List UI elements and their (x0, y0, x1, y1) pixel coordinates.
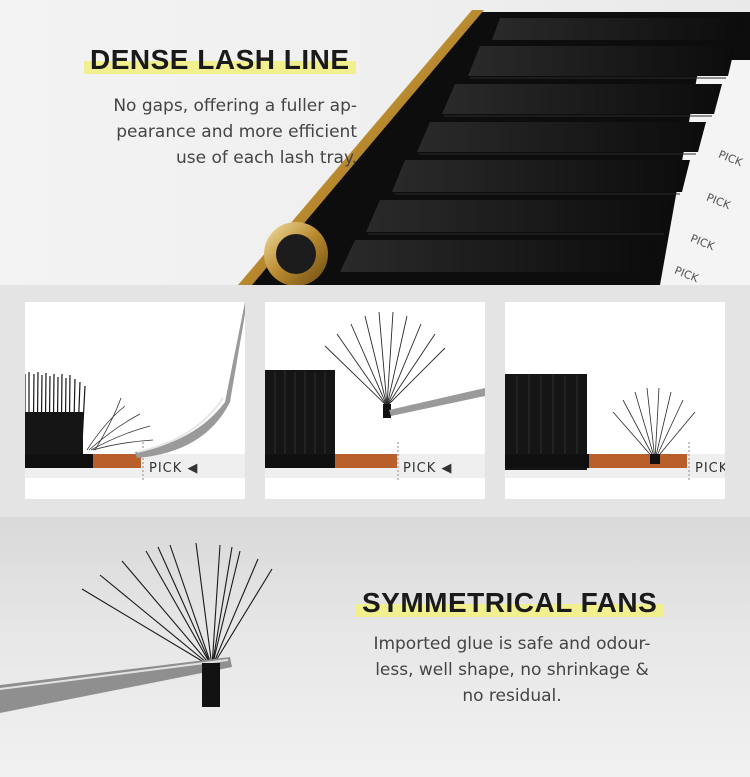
pick-label: PICK ◀ (149, 461, 199, 476)
fan-on-tweezer-image (0, 542, 273, 713)
symmetrical-fans-section: SYMMETRICAL FANS Imported glue is safe a… (0, 517, 750, 777)
title-highlight (356, 604, 664, 617)
description-line: use of each lash tray. (176, 148, 357, 168)
symmetrical-fans-title: SYMMETRICAL FANS (356, 587, 664, 619)
title-text: SYMMETRICAL FANS (362, 587, 658, 618)
pick-label: PICK ◀ (403, 461, 453, 476)
dense-lash-line-section: PICK PICK PICK PICK DENSE LASH LINE No g… (0, 0, 750, 285)
title-text: DENSE LASH LINE (90, 44, 350, 75)
dense-lash-description: No gaps, offering a fuller ap- pearance … (60, 93, 357, 171)
fan-step-photo-1: PICK ◀ (25, 302, 245, 499)
title-highlight (84, 61, 356, 74)
description-line: no residual. (462, 686, 562, 706)
fan-step-photo-3: PICK (505, 302, 725, 499)
description-line: Imported glue is safe and odour- (373, 634, 651, 654)
description-line: pearance and more efficient (116, 122, 357, 142)
description-line: less, well shape, no shrinkage & (375, 660, 649, 680)
fan-step-photo-2: PICK ◀ (265, 302, 485, 499)
description-line: No gaps, offering a fuller ap- (113, 96, 357, 116)
lash-tray-image (238, 10, 750, 285)
dense-lash-line-title: DENSE LASH LINE (84, 44, 356, 76)
symmetrical-fans-description: Imported glue is safe and odour- less, w… (342, 631, 682, 709)
pick-label: PICK (695, 461, 725, 476)
